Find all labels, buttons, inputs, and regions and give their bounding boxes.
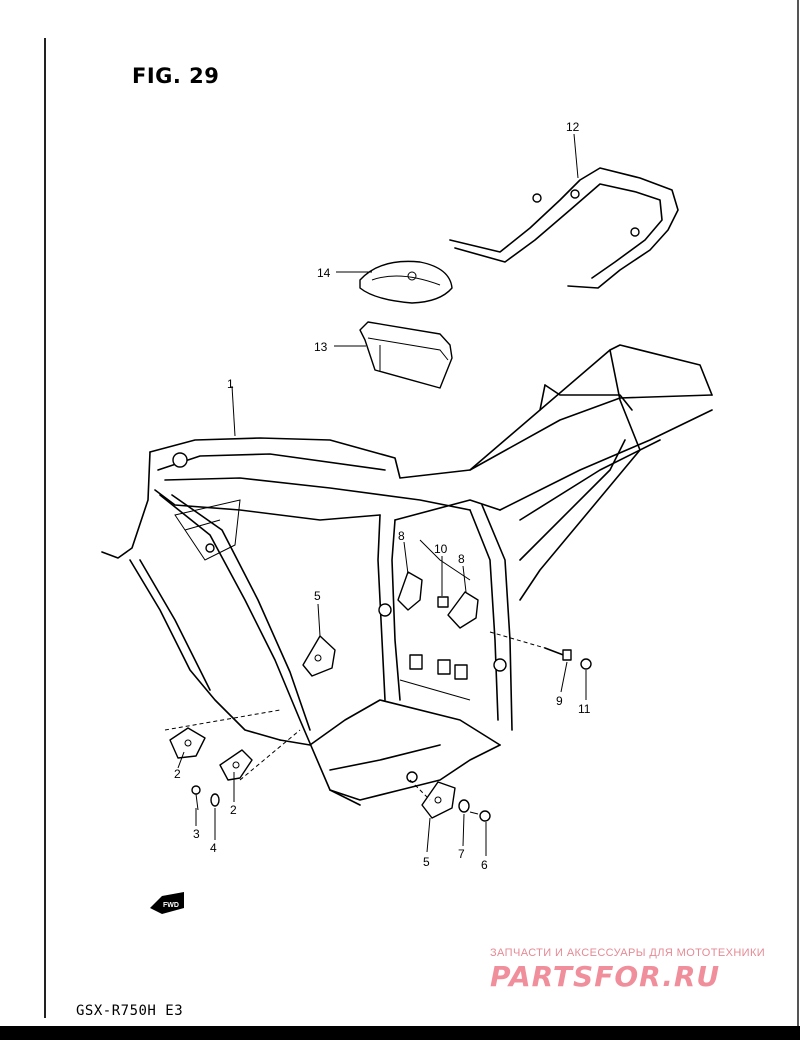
main-frame (101, 344, 713, 806)
part-14-tool-pouch (359, 260, 453, 304)
guide-lines (164, 631, 546, 801)
part-13-battery-tray (359, 321, 453, 389)
bottom-border-bar (0, 1026, 800, 1040)
hardware-parts (169, 571, 592, 822)
callout-13: 13 (314, 340, 328, 354)
callout-6: 6 (481, 858, 488, 872)
margin-rule (44, 38, 46, 1018)
callout-3: 3 (193, 827, 200, 841)
callout-labels: 1 12 14 13 5 8 10 8 9 11 2 2 3 4 5 7 6 (174, 120, 591, 872)
part-12-seat-rail-bracket (449, 167, 679, 289)
model-code: GSX-R750H E3 (76, 1003, 184, 1019)
callout-8-left: 8 (398, 529, 405, 543)
callout-4: 4 (210, 841, 217, 855)
callout-1: 1 (227, 377, 234, 391)
fwd-label: FWD (163, 902, 179, 909)
callout-2-left: 2 (174, 767, 181, 781)
leader-lines (177, 133, 587, 856)
watermark-logo: PARTSFOR.RU (490, 960, 721, 993)
callout-5-lower: 5 (423, 855, 430, 869)
callout-8-right: 8 (458, 552, 465, 566)
watermark-tagline: ЗАПЧАСТИ И АКСЕССУАРЫ ДЛЯ МОТОТЕХНИКИ (490, 947, 766, 959)
callout-5-upper: 5 (314, 589, 321, 603)
callout-7: 7 (458, 847, 465, 861)
callout-10: 10 (434, 542, 448, 556)
callout-2-right: 2 (230, 803, 237, 817)
fwd-arrow-icon: FWD (150, 892, 184, 914)
callout-12: 12 (566, 120, 580, 134)
callout-11: 11 (578, 702, 591, 716)
callout-14: 14 (317, 266, 331, 280)
right-edge-rule (797, 0, 799, 1040)
callout-9: 9 (556, 694, 563, 708)
figure-title: FIG. 29 (132, 64, 220, 88)
